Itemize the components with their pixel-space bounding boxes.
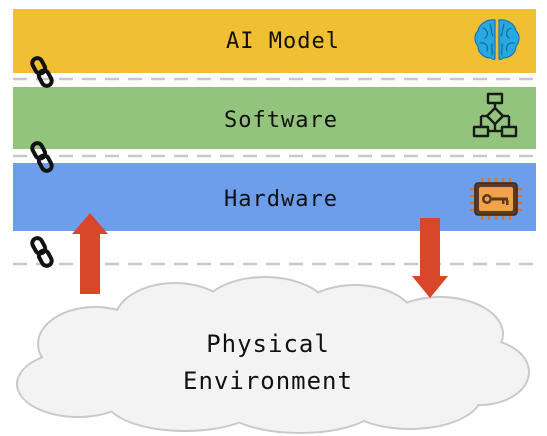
- arrow-down: [412, 218, 448, 298]
- dashed-separators: [13, 77, 536, 266]
- layer-software: [13, 87, 536, 149]
- layer-label-ai-model: AI Model: [226, 29, 340, 54]
- layer-label-software: Software: [224, 108, 338, 133]
- physical-environment-cloud: [16, 276, 530, 434]
- chain-link-icon: [30, 236, 54, 268]
- chain-link-icon: [30, 141, 54, 173]
- chain-link-icon: [30, 56, 54, 88]
- arrow-up: [72, 213, 108, 294]
- environment-label-line2: Environment: [183, 367, 353, 395]
- layer-hardware: [13, 163, 536, 231]
- layer-label-hardware: Hardware: [224, 187, 338, 212]
- brain-icon: [474, 19, 520, 61]
- layer-ai-model: [13, 9, 536, 73]
- chip-key-icon: [470, 178, 522, 220]
- flowchart-icon: [472, 92, 518, 138]
- environment-label-line1: Physical: [206, 330, 330, 358]
